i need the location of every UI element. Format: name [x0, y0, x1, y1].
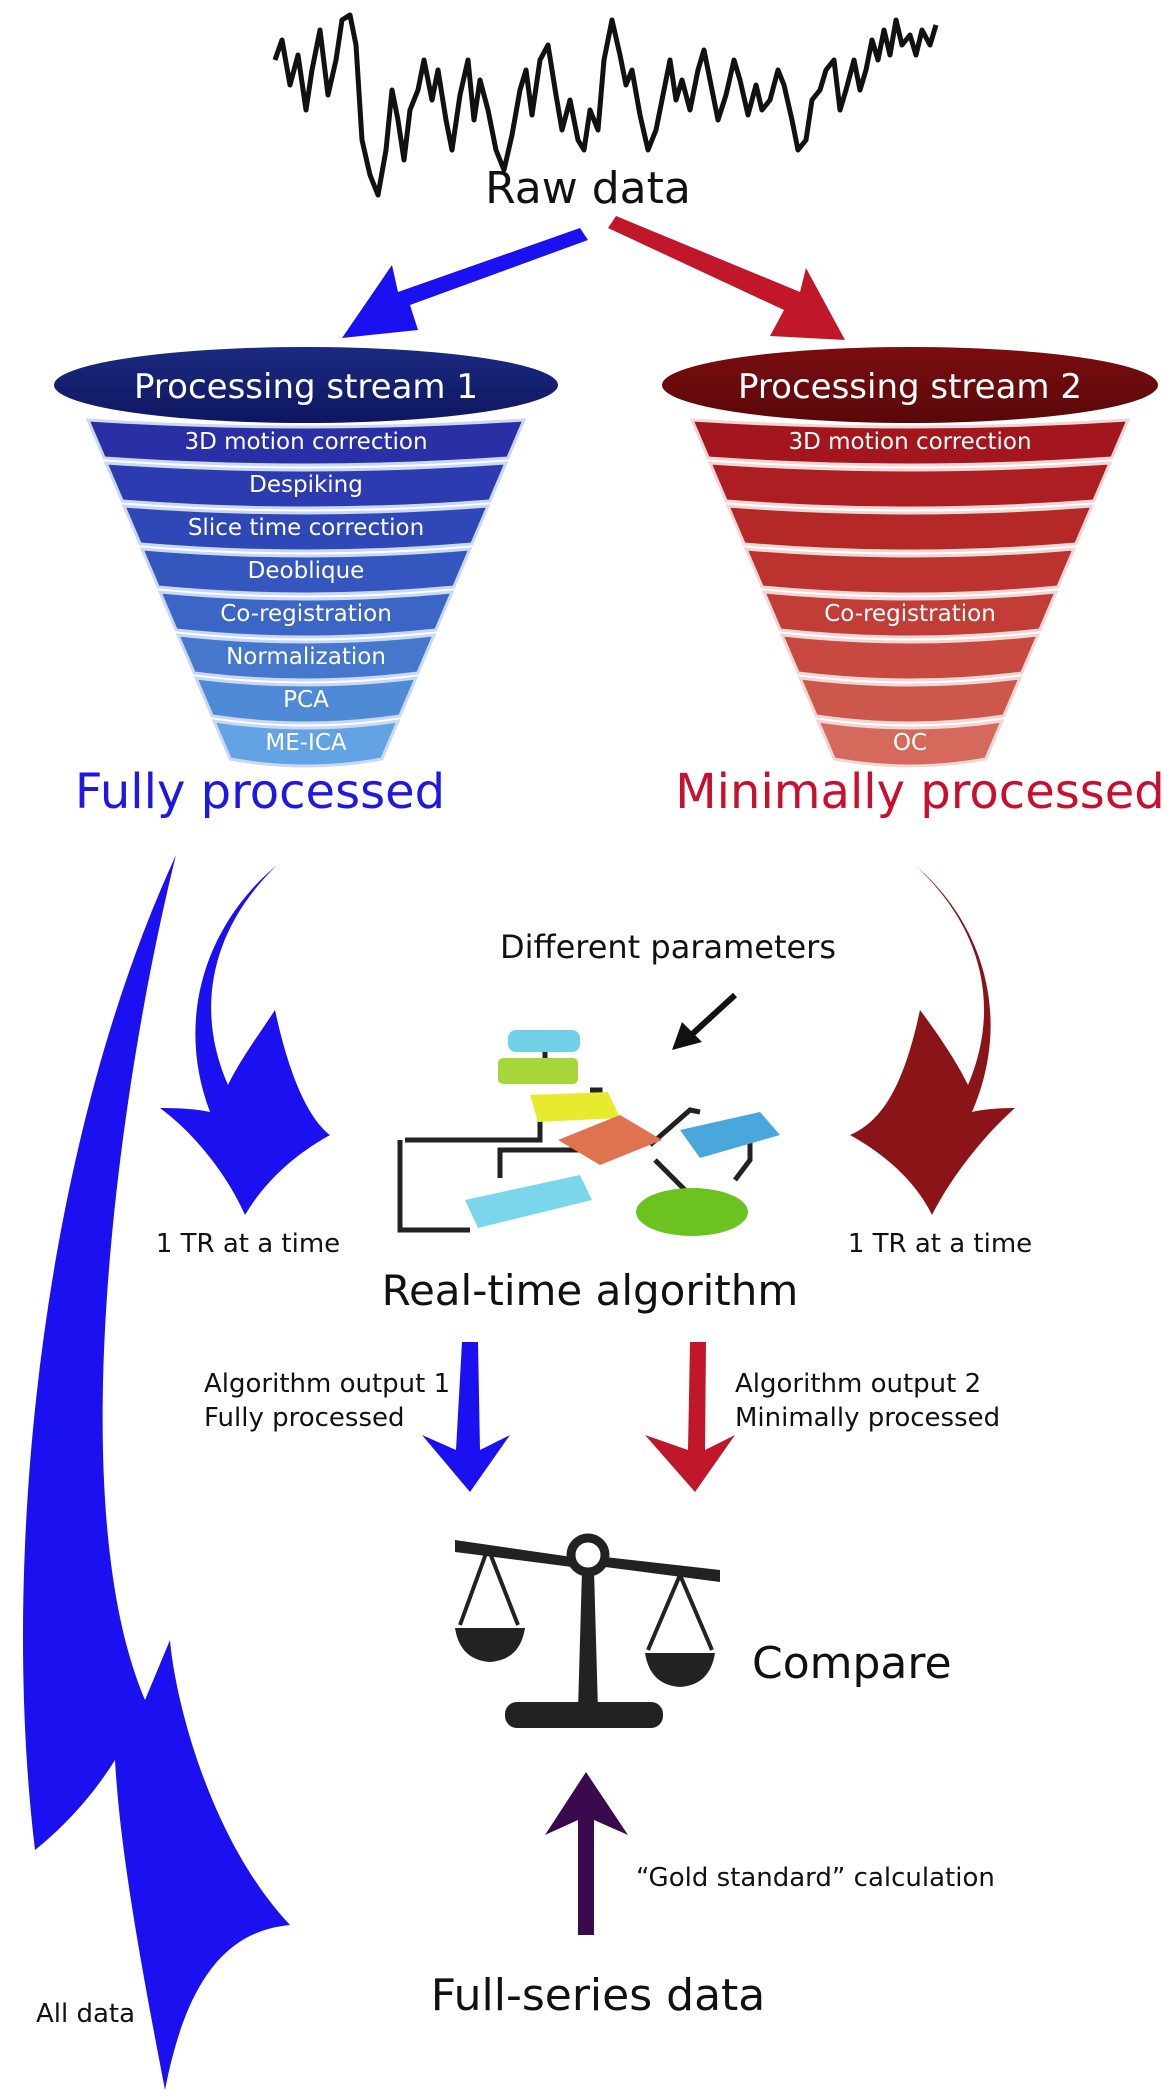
- all-data-arrow: [23, 855, 291, 2090]
- funnel-1-layer: [175, 633, 437, 682]
- tr-left-label: 1 TR at a time: [156, 1229, 340, 1259]
- funnel-1-layer: [85, 418, 527, 467]
- blue-arrow-to-compare: [422, 1342, 510, 1492]
- flowchart-box-yellow: [530, 1092, 620, 1122]
- blue-arrow-to-algorithm: [160, 865, 330, 1215]
- purple-arrow-gold-standard: [545, 1772, 628, 1935]
- funnel-1-step-label: 3D motion correction: [184, 429, 427, 455]
- funnel-2-layer: [725, 504, 1095, 553]
- realtime-algorithm-label: Real-time algorithm: [382, 1266, 799, 1315]
- flowchart-box-blue: [680, 1112, 780, 1158]
- algorithm-flowchart-icon: [397, 1030, 780, 1236]
- funnel-1-layer: [121, 504, 491, 553]
- funnel-1-step-label: Despiking: [249, 472, 363, 498]
- funnel-2-step-label: Co-registration: [824, 601, 996, 627]
- funnel-1-step-label: Normalization: [226, 644, 386, 670]
- all-data-label: All data: [36, 1999, 135, 2029]
- blue-arrow-to-stream1: [342, 228, 588, 338]
- funnel-2-step-label: 3D motion correction: [788, 429, 1031, 455]
- funnel-1-step-label: ME-ICA: [265, 730, 347, 756]
- balance-scale-icon: [455, 1533, 720, 1728]
- different-parameters-label: Different parameters: [500, 928, 836, 966]
- flowchart-box-cyan: [465, 1175, 592, 1228]
- funnel-1-layer: [157, 590, 455, 639]
- flowchart-box-green: [498, 1058, 578, 1084]
- funnel-2-layer: [689, 418, 1131, 467]
- flowchart-box-top: [508, 1030, 580, 1052]
- output1-line2: Fully processed: [204, 1403, 405, 1433]
- gold-standard-label: “Gold standard” calculation: [636, 1863, 995, 1893]
- funnel-1-step-label: Deoblique: [248, 558, 365, 584]
- red-arrow-to-algorithm: [850, 865, 1015, 1215]
- funnel-2-layer: [743, 547, 1077, 596]
- funnel-1-rim: [54, 347, 558, 423]
- parameters-arrow: [672, 992, 738, 1050]
- funnel-1-layer: [103, 461, 509, 510]
- processing-funnel-2: Processing stream 2 3D motion correction…: [662, 347, 1158, 768]
- full-series-data-label: Full-series data: [431, 1970, 766, 2021]
- tr-right-label: 1 TR at a time: [848, 1229, 1032, 1259]
- funnel-2-title: Processing stream 2: [738, 367, 1082, 407]
- funnel-1-step-label: PCA: [283, 687, 329, 713]
- funnel-2-rim: [662, 347, 1158, 423]
- red-arrow-to-stream2: [608, 216, 845, 340]
- output2-line1: Algorithm output 2: [735, 1369, 981, 1399]
- funnel-2-layer: [797, 676, 1023, 725]
- funnel-2-layer: [815, 719, 1005, 768]
- red-arrow-to-compare: [645, 1342, 735, 1492]
- funnel-2-layer: [779, 633, 1041, 682]
- output1-line1: Algorithm output 1: [204, 1369, 450, 1399]
- funnel-1-title: Processing stream 1: [134, 367, 478, 407]
- funnel-2-layer: [761, 590, 1059, 639]
- funnel-1-layer: [193, 676, 419, 725]
- flowchart-terminal-green: [636, 1188, 748, 1236]
- funnel-1-step-label: Slice time correction: [188, 515, 424, 541]
- flowchart-diamond: [558, 1115, 662, 1165]
- compare-label: Compare: [752, 1638, 952, 1689]
- processing-funnel-1: Processing stream 1 3D motion correction…: [54, 347, 558, 768]
- funnel-1-layer: [211, 719, 401, 768]
- funnel-1-layer: [139, 547, 473, 596]
- raw-data-label: Raw data: [485, 163, 691, 214]
- output2-line2: Minimally processed: [735, 1403, 1000, 1433]
- raw-signal-waveform: [272, 12, 939, 198]
- fully-processed-label: Fully processed: [75, 764, 445, 820]
- minimally-processed-label: Minimally processed: [675, 764, 1164, 820]
- funnel-2-step-label: OC: [893, 730, 927, 756]
- funnel-2-layer: [707, 461, 1113, 510]
- funnel-1-step-label: Co-registration: [220, 601, 392, 627]
